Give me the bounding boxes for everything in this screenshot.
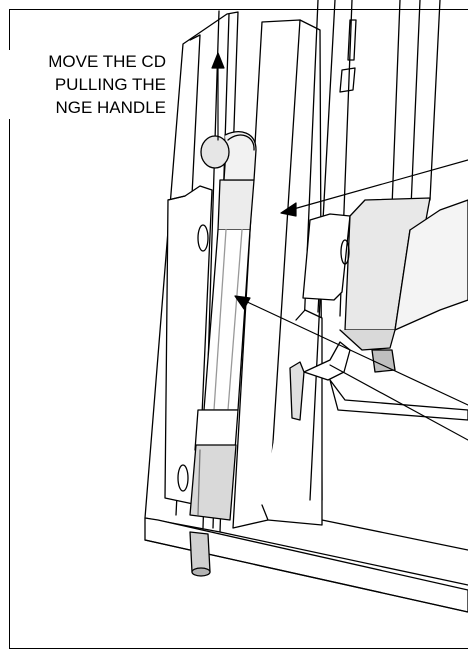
tray-bracket [302, 197, 468, 501]
caption-line-1: MOVE THE CD [48, 52, 166, 71]
callout-arrow-pin [242, 299, 468, 406]
front-panel [232, 19, 323, 529]
callout-arrow-latch [329, 364, 468, 441]
cd-tray-hinge-assembly-drawing [144, 0, 468, 613]
callout-arrows [211, 52, 468, 441]
instruction-caption: MOVE THE CD PULLING THE NGE HANDLE [0, 50, 172, 119]
callout-arrow-panel-head [280, 202, 297, 217]
hinge-handle-knob [200, 131, 257, 181]
up-arrow-head [211, 52, 225, 69]
callout-arrow-panel [289, 159, 468, 211]
caption-line-3: NGE HANDLE [55, 98, 166, 117]
callout-arrow-pin-head [234, 295, 251, 310]
bottom-stud [189, 531, 211, 577]
hinge-pin [189, 179, 255, 521]
latch-lever [289, 341, 468, 421]
caption-line-2: PULLING THE [54, 75, 166, 94]
